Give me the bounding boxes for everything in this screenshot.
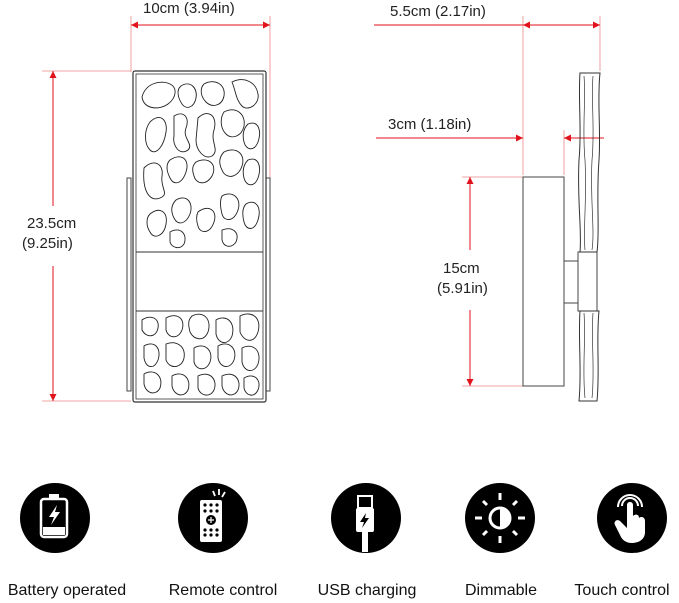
height-in-label: (9.25in) <box>22 235 73 252</box>
feature-label-usb: USB charging <box>317 582 417 599</box>
depth-total-label: 5.5cm (2.17in) <box>390 3 486 20</box>
side-view <box>374 16 604 402</box>
height-cm-label: 23.5cm <box>27 215 77 232</box>
feature-label-battery: Battery operated <box>7 582 127 599</box>
pattern-bottom <box>141 313 260 396</box>
pattern-top <box>141 79 260 249</box>
feature-label-dimmable: Dimmable <box>464 582 538 599</box>
depth-base-label: 3cm (1.18in) <box>388 116 472 133</box>
usb-charging-icon <box>331 483 401 553</box>
width-label: 10cm (3.94in) <box>143 0 235 17</box>
front-view <box>42 16 271 403</box>
remote-control-icon <box>178 483 248 553</box>
feature-label-touch: Touch control <box>574 582 670 599</box>
dimmable-icon <box>465 483 535 553</box>
base-height-cm-label: 15cm <box>443 260 480 277</box>
battery-charging-icon <box>20 483 90 553</box>
feature-label-remote: Remote control <box>168 582 278 599</box>
touch-icon <box>597 483 667 553</box>
base-height-in-label: (5.91in) <box>437 280 488 297</box>
